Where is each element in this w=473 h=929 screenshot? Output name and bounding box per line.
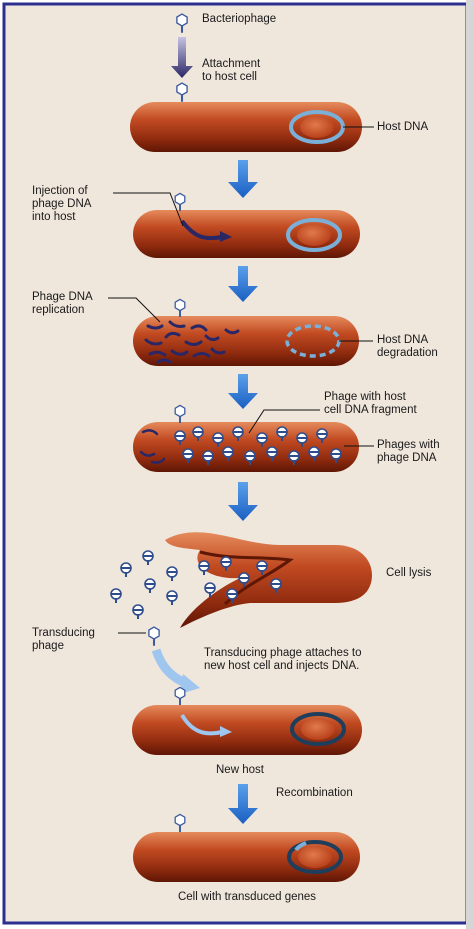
- label-injection: Injection of phage DNA into host: [32, 185, 91, 224]
- transduced-cell: [133, 832, 360, 882]
- host-cell-4: [133, 422, 359, 472]
- label-cell-lysis: Cell lysis: [386, 567, 431, 580]
- label-bacteriophage: Bacteriophage: [202, 13, 276, 26]
- host-cell-3: [133, 316, 359, 366]
- host-cell-1: [130, 102, 362, 152]
- new-host-cell: [132, 705, 362, 755]
- label-host-dna: Host DNA: [377, 121, 428, 134]
- label-recombination: Recombination: [276, 787, 353, 800]
- label-cell-with-transduced-genes: Cell with transduced genes: [140, 891, 354, 904]
- label-transducing-attaches: Transducing phage attaches to new host c…: [204, 647, 362, 673]
- label-transducing-phage: Transducing phage: [32, 627, 95, 653]
- label-new-host: New host: [216, 764, 264, 777]
- label-phage-dna-replication: Phage DNA replication: [32, 291, 93, 317]
- label-host-dna-degradation: Host DNA degradation: [377, 334, 438, 360]
- label-attachment: Attachment to host cell: [202, 58, 260, 84]
- label-phages-with-phage-dna: Phages with phage DNA: [377, 439, 440, 465]
- label-phage-with-host-fragment: Phage with host cell DNA fragment: [324, 391, 417, 417]
- host-cell-2: [133, 210, 360, 258]
- right-edge-shadow: [466, 0, 473, 929]
